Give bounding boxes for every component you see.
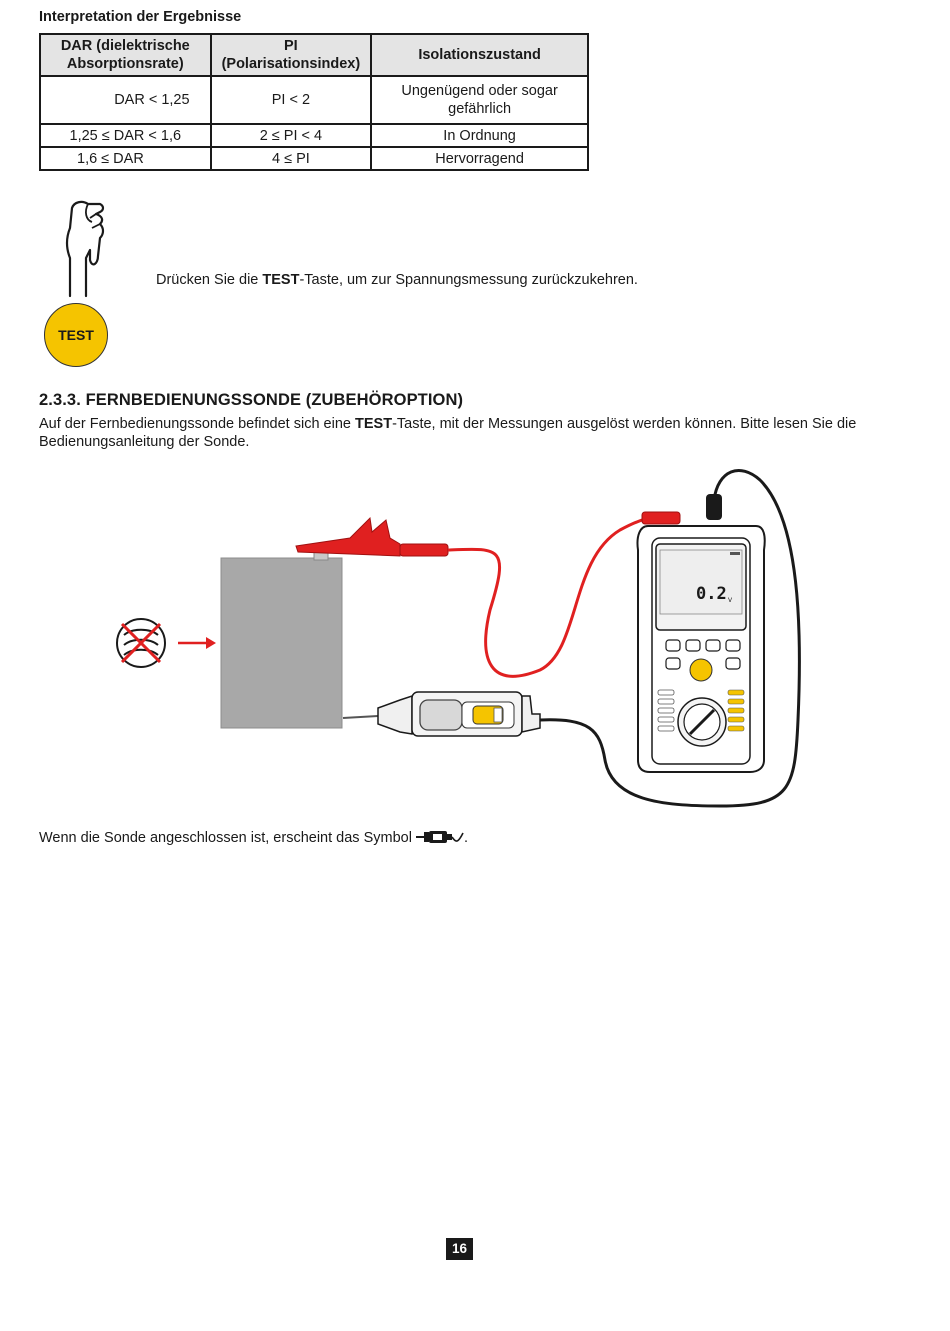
probe-symbol-icon — [415, 831, 464, 843]
connection-illustration: 0.2 V — [116, 469, 801, 808]
section-title: 2.3.3. FERNBEDIENUNGSSONDE (ZUBEHÖROPTIO… — [39, 391, 464, 409]
table-cell: 1,25 ≤ DAR < 1,6 — [39, 123, 212, 148]
table-cell: 2 ≤ PI < 4 — [209, 123, 373, 148]
table-cell: 4 ≤ PI — [209, 146, 373, 171]
arrow-right-icon — [178, 637, 216, 649]
probe-note-after: . — [463, 830, 468, 846]
black-lead — [539, 469, 801, 808]
object-under-test — [220, 557, 343, 729]
table-cell: Hervorragend — [370, 146, 589, 171]
table-row: 1,6 ≤ DAR 4 ≤ PI Hervorragend — [39, 146, 589, 171]
pointing-hand-icon — [65, 200, 105, 298]
display-unit: V — [728, 597, 733, 604]
instruction-bold: TEST — [262, 272, 300, 288]
table-cell: Ungenügend oder sogar gefährlich — [370, 75, 589, 125]
table-cell: PI < 2 — [209, 75, 373, 125]
section-paragraph: Auf der Fernbedienungssonde befindet sic… — [39, 415, 909, 451]
section-heading-results: Interpretation der Ergebnisse — [39, 9, 242, 25]
probe-note-before: Wenn die Sonde angeschlossen ist, ersche… — [39, 830, 416, 846]
table-cell: In Ordnung — [370, 123, 589, 148]
col-header-dar: DAR (dielektrische Absorptionsrate) — [39, 33, 212, 77]
col-header-pi: PI (Polarisationsindex) — [209, 33, 373, 77]
table-row: 1,25 ≤ DAR < 1,6 2 ≤ PI < 4 In Ordnung — [39, 123, 589, 148]
instruction-text: Drücken Sie die TEST-Taste, um zur Spann… — [156, 272, 638, 288]
test-button[interactable]: TEST — [44, 303, 108, 367]
table-row: DAR < 1,25 PI < 2 Ungenügend oder sogar … — [39, 75, 589, 125]
probe-note: Wenn die Sonde angeschlossen ist, ersche… — [39, 830, 468, 846]
display-value: 0.2 — [696, 584, 727, 604]
remote-probe — [342, 691, 541, 737]
results-table: DAR (dielektrische Absorptionsrate) PI (… — [39, 33, 589, 171]
para-bold: TEST — [355, 416, 393, 432]
col-header-state: Isolationszustand — [370, 33, 589, 77]
red-lead — [447, 516, 653, 678]
instruction-before: Drücken Sie die — [156, 272, 263, 288]
page-number: 16 — [446, 1238, 473, 1260]
para-before: Auf der Fernbedienungssonde befindet sic… — [39, 416, 355, 432]
table-header-row: DAR (dielektrische Absorptionsrate) PI (… — [39, 33, 589, 77]
table-cell: DAR < 1,25 — [39, 75, 212, 125]
no-discharge-icon — [116, 618, 166, 668]
para-after: -Taste, mit der Messungen ausgelöst werd… — [39, 416, 857, 450]
table-cell: 1,6 ≤ DAR — [39, 146, 212, 171]
insulation-tester: 0.2 V — [636, 525, 766, 773]
red-crocodile-clip — [295, 516, 449, 561]
instruction-after: -Taste, um zur Spannungsmessung zurückzu… — [299, 272, 638, 288]
